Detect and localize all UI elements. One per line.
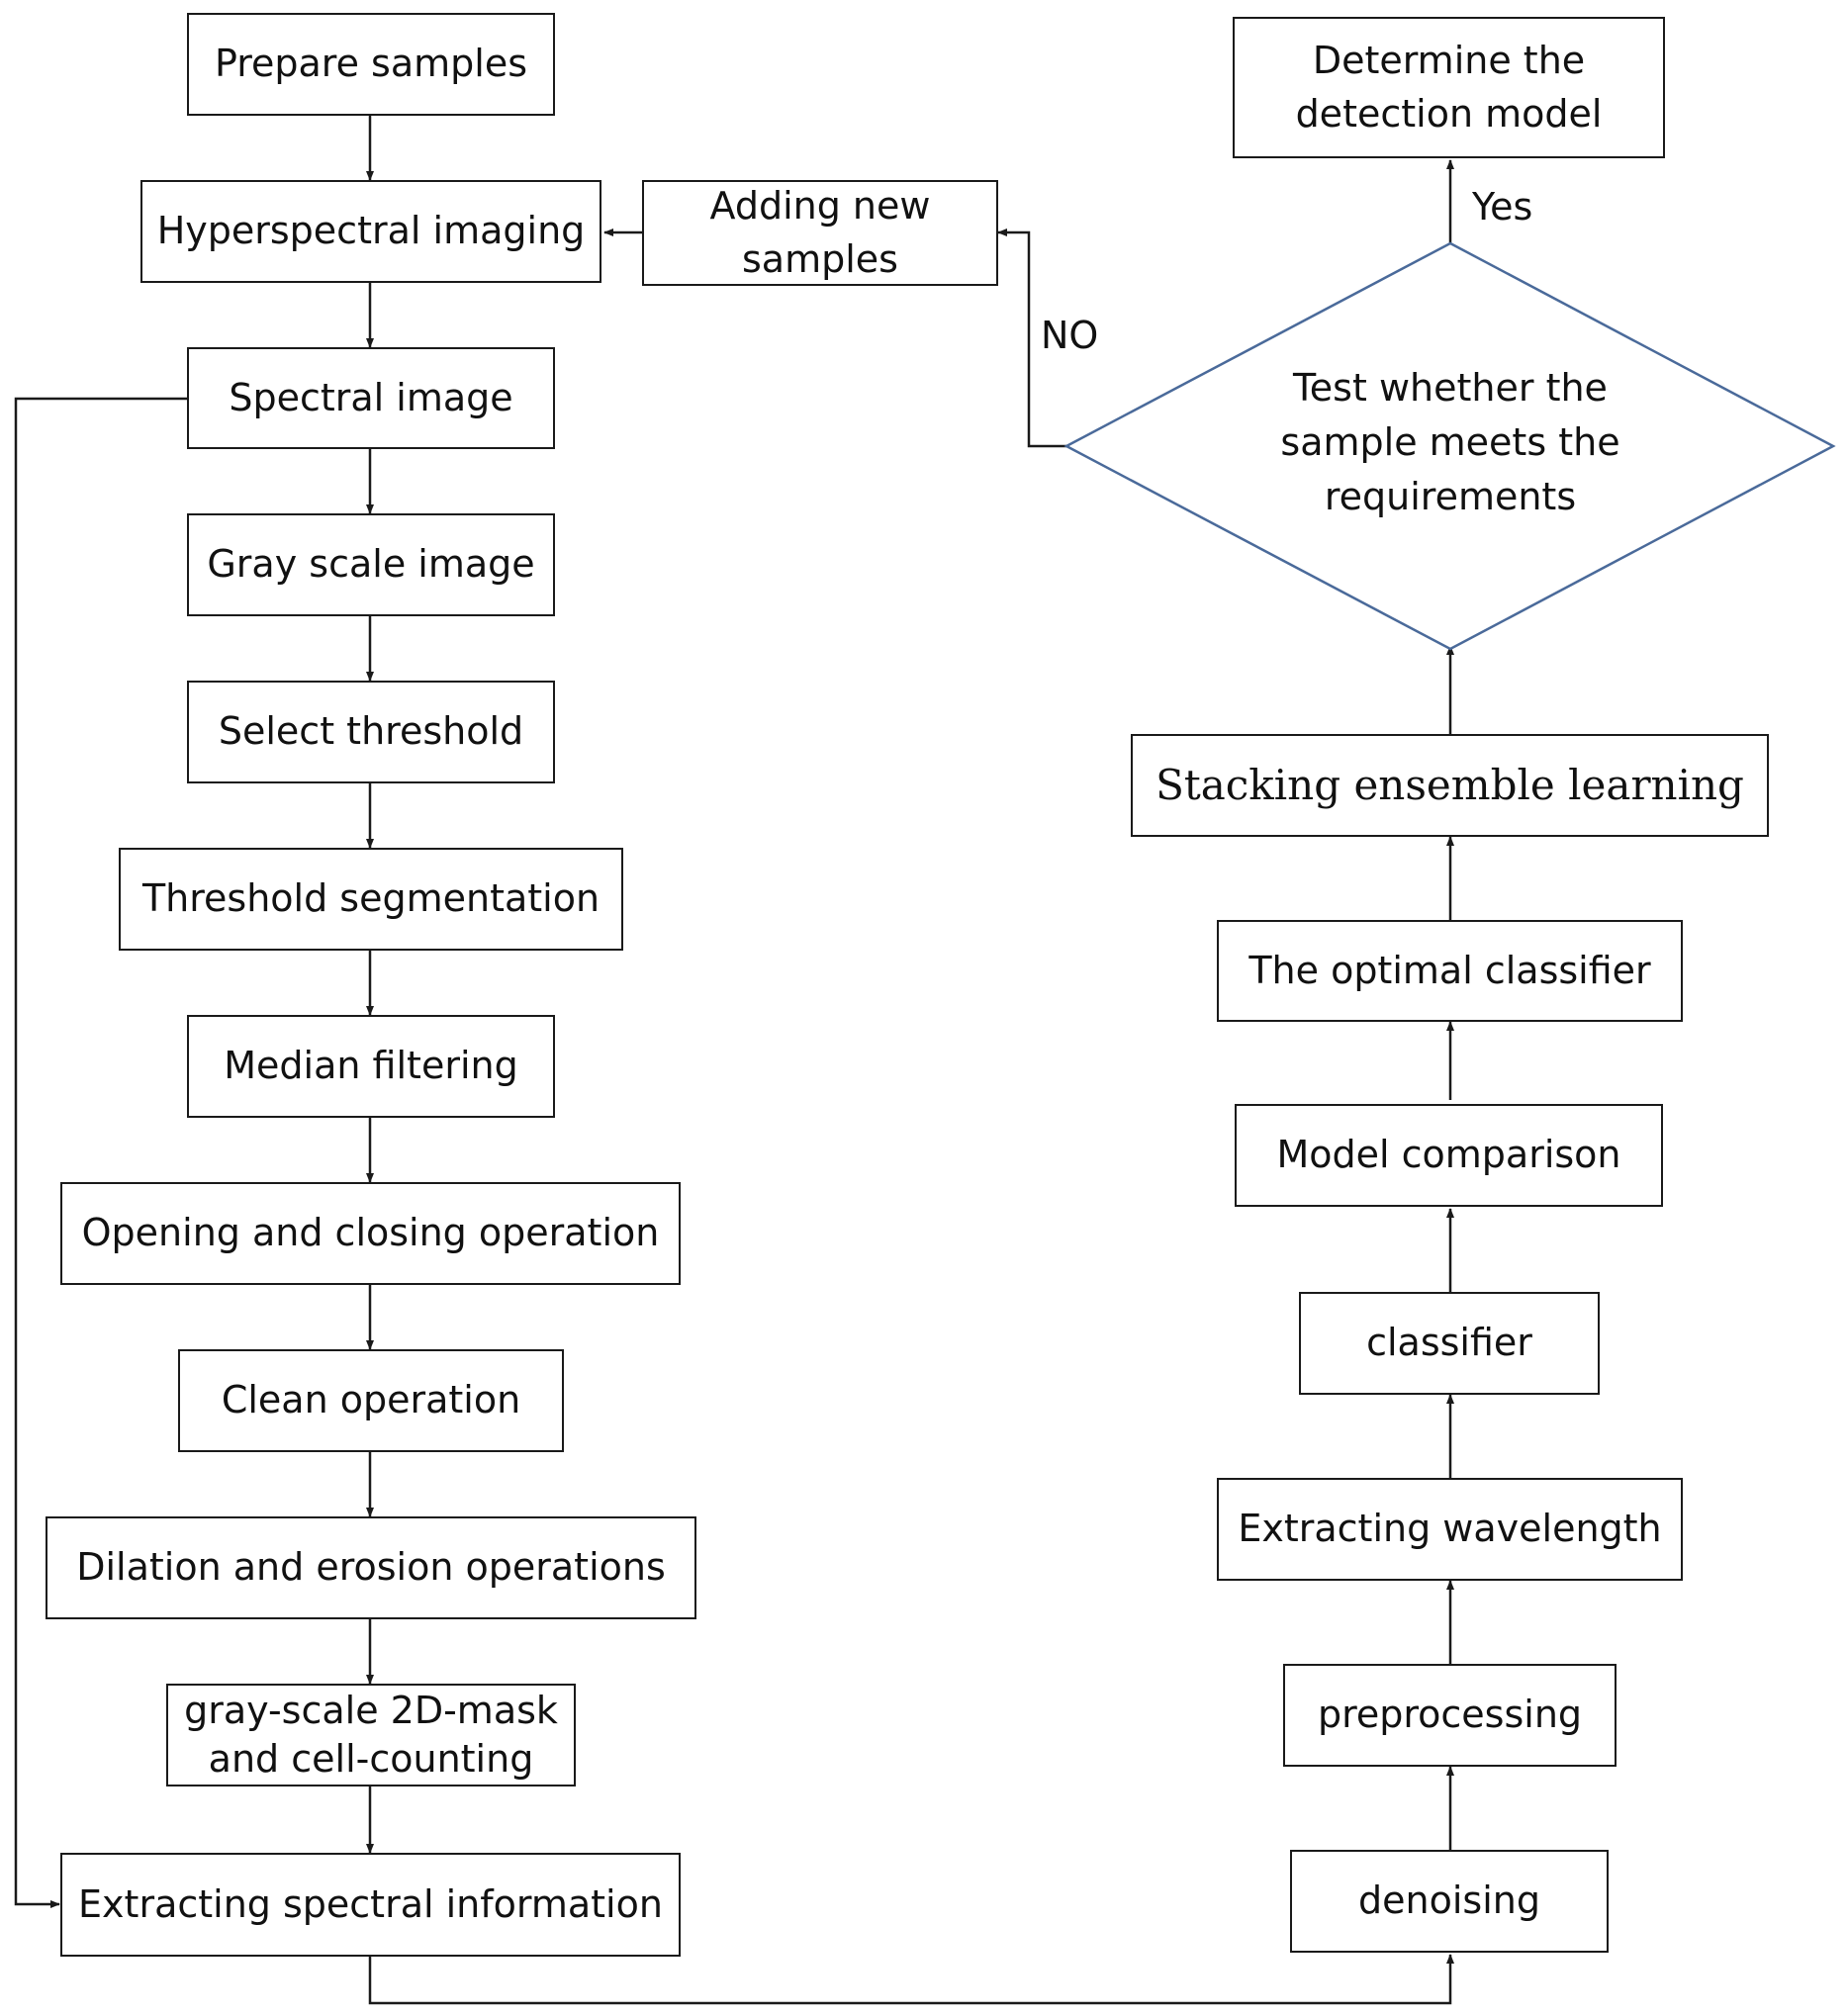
decision-diamond — [1063, 241, 1836, 651]
stacking-ensemble-label: Stacking ensemble learning — [1155, 760, 1744, 809]
opening-closing-box: Opening and closing operation — [60, 1182, 681, 1285]
classifier-box: classifier — [1299, 1292, 1600, 1395]
select-threshold-box: Select threshold — [187, 681, 555, 783]
arrow-extracting-to-denoising — [368, 1954, 1454, 2005]
hyperspectral-imaging-label: Hyperspectral imaging — [156, 209, 586, 253]
stacking-ensemble-box: Stacking ensemble learning — [1131, 734, 1769, 837]
clean-operation-box: Clean operation — [178, 1349, 564, 1452]
determine-model-label: Determine the detection model — [1295, 39, 1603, 136]
dilation-erosion-box: Dilation and erosion operations — [46, 1516, 696, 1619]
arrow-spectral-bypass — [14, 397, 187, 1908]
arrow-no-to-adding — [997, 229, 1066, 448]
optimal-classifier-label: The optimal classifier — [1248, 948, 1651, 992]
determine-model-box: Determine the detection model — [1233, 17, 1665, 158]
extracting-spectral-label: Extracting spectral information — [78, 1881, 663, 1926]
classifier-label: classifier — [1366, 1321, 1532, 1365]
clean-operation-label: Clean operation — [221, 1378, 521, 1422]
mask-cell-counting-label: gray-scale 2D-mask and cell-counting — [184, 1688, 558, 1781]
adding-new-samples-box: Adding new samples — [642, 180, 998, 286]
model-comparison-label: Model comparison — [1276, 1133, 1621, 1177]
threshold-segmentation-label: Threshold segmentation — [141, 876, 601, 921]
prepare-samples-box: Prepare samples — [187, 13, 555, 116]
no-label: NO — [1041, 314, 1099, 357]
adding-new-samples-label: Adding new samples — [709, 184, 931, 281]
mask-cell-counting-box: gray-scale 2D-mask and cell-counting — [166, 1684, 576, 1786]
hyperspectral-imaging-box: Hyperspectral imaging — [140, 180, 601, 283]
gray-scale-image-box: Gray scale image — [187, 513, 555, 616]
denoising-label: denoising — [1358, 1878, 1540, 1923]
prepare-samples-label: Prepare samples — [214, 42, 528, 86]
median-filtering-label: Median filtering — [224, 1044, 518, 1088]
preprocessing-label: preprocessing — [1317, 1693, 1583, 1737]
threshold-segmentation-box: Threshold segmentation — [119, 848, 623, 951]
spectral-image-label: Spectral image — [229, 375, 513, 419]
optimal-classifier-box: The optimal classifier — [1217, 920, 1683, 1022]
dilation-erosion-label: Dilation and erosion operations — [76, 1545, 666, 1590]
model-comparison-box: Model comparison — [1235, 1104, 1663, 1207]
gray-scale-image-label: Gray scale image — [207, 542, 535, 587]
extracting-wavelength-label: Extracting wavelength — [1238, 1507, 1662, 1551]
denoising-box: denoising — [1290, 1850, 1609, 1953]
decision-label: Test whether the sample meets the requir… — [1280, 366, 1620, 519]
spectral-image-box: Spectral image — [187, 347, 555, 449]
yes-label: Yes — [1472, 185, 1533, 229]
preprocessing-box: preprocessing — [1283, 1664, 1617, 1767]
extracting-wavelength-box: Extracting wavelength — [1217, 1478, 1683, 1581]
opening-closing-label: Opening and closing operation — [81, 1211, 660, 1255]
select-threshold-label: Select threshold — [218, 709, 524, 754]
median-filtering-box: Median filtering — [187, 1015, 555, 1118]
extracting-spectral-box: Extracting spectral information — [60, 1853, 681, 1957]
